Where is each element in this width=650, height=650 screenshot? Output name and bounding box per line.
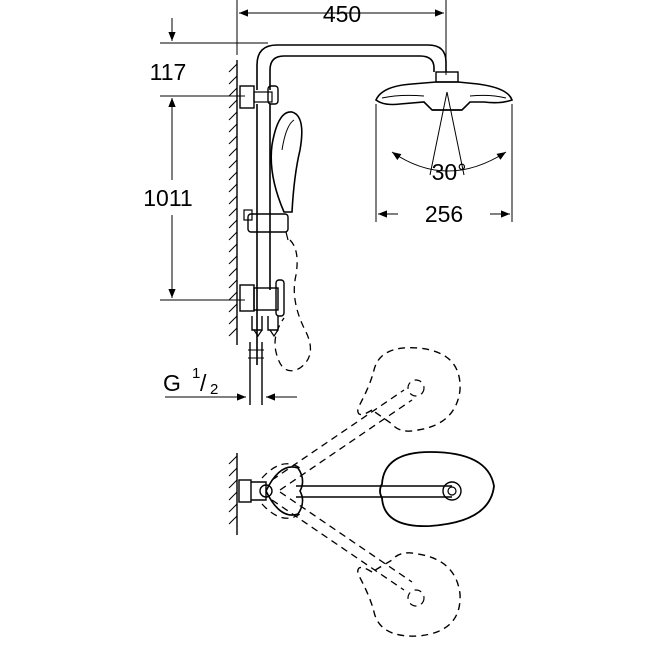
- swivel-positions: [261, 346, 461, 637]
- thread-label-g: G: [163, 370, 181, 396]
- thread-dimension: G 1 / 2: [163, 365, 297, 401]
- wall-side: [228, 60, 238, 345]
- thread-denominator: 2: [210, 381, 218, 398]
- shower-arm-plan: [238, 451, 495, 527]
- left-dimensions: 117 1011: [143, 18, 268, 301]
- dimension-label-256: 256: [425, 201, 463, 227]
- shower-column: [239, 44, 447, 405]
- dimension-450: 450: [236, 0, 447, 75]
- shower-head-side: 30° 256: [375, 71, 514, 227]
- dimension-label-117: 117: [150, 59, 187, 85]
- angle-label: 30°: [432, 159, 467, 185]
- thread-slash: /: [200, 370, 207, 396]
- dimension-label-450: 450: [323, 1, 361, 27]
- wall-plan: [228, 453, 238, 535]
- dimension-label-1011: 1011: [143, 185, 192, 211]
- thread-numerator: 1: [192, 365, 200, 382]
